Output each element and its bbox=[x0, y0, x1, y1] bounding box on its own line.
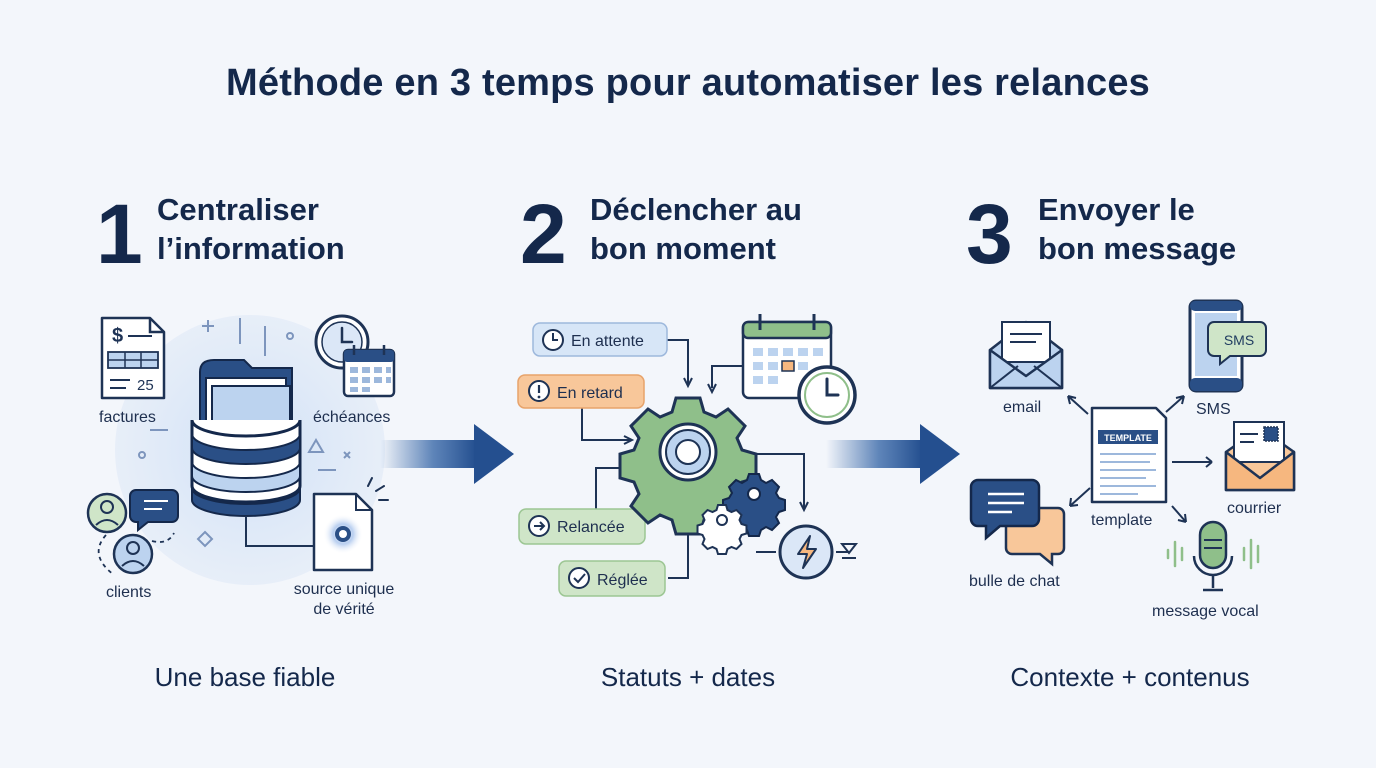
step-3-heading: Envoyer le bon message bbox=[1038, 190, 1236, 268]
status-pill-late: En retard bbox=[517, 374, 645, 409]
source-document-icon bbox=[312, 477, 389, 572]
database-icon bbox=[190, 359, 302, 517]
clock-icon bbox=[797, 365, 857, 425]
sound-wave-icon bbox=[1166, 538, 1260, 570]
step-1-heading: Centraliser l’information bbox=[157, 190, 345, 268]
step-2-caption: Statuts + dates bbox=[600, 662, 776, 692]
sparkle-decoration bbox=[138, 318, 351, 548]
template-label: template bbox=[1091, 512, 1152, 529]
status-pill-reminded: Relancée bbox=[518, 508, 646, 545]
status-pill-pending: En attente bbox=[532, 322, 668, 357]
lightning-icon bbox=[778, 524, 859, 580]
email-icon bbox=[988, 320, 1064, 390]
status-reminded-label: Relancée bbox=[557, 519, 625, 536]
channel-connectors bbox=[1067, 395, 1213, 523]
sms-bubble-text: SMS bbox=[1224, 332, 1254, 348]
chat-bubble-icon bbox=[129, 489, 179, 533]
phone-sms-icon: SMS bbox=[1188, 299, 1267, 393]
step-1-illustration: $ 25 factures bbox=[86, 314, 396, 618]
template-badge: TEMPLATE bbox=[1104, 433, 1152, 443]
step-2-illustration: En attente En retard Relancée Réglée bbox=[517, 314, 859, 597]
deadline-clock-calendar-icon bbox=[314, 314, 396, 398]
mail-letter-icon bbox=[1224, 421, 1296, 492]
mail-label: courrier bbox=[1227, 500, 1282, 517]
step-3-heading-line2: bon message bbox=[1038, 231, 1237, 266]
clients-label: clients bbox=[106, 584, 151, 601]
step-2-heading-line1: Déclencher au bbox=[590, 192, 802, 227]
chat-bubbles-icon bbox=[969, 478, 1066, 567]
deadlines-label: échéances bbox=[313, 409, 390, 426]
source-label-line1: source unique bbox=[294, 581, 395, 598]
invoice-symbol: $ bbox=[112, 325, 123, 347]
sms-label: SMS bbox=[1196, 401, 1231, 418]
microphone-icon bbox=[1166, 520, 1260, 592]
step-2-heading: Déclencher au bon moment bbox=[590, 190, 802, 268]
voice-label: message vocal bbox=[1152, 603, 1259, 620]
status-pill-paid: Réglée bbox=[558, 560, 666, 597]
step-3-illustration: email SMS SMS TEMPLATE bbox=[969, 299, 1296, 620]
step-1-number: 1 bbox=[96, 187, 143, 281]
invoices-label: factures bbox=[99, 409, 156, 426]
clients-icon bbox=[86, 492, 175, 576]
step-2-number: 2 bbox=[520, 187, 567, 281]
chat-label: bulle de chat bbox=[969, 573, 1060, 590]
check-circle-icon bbox=[568, 567, 590, 589]
step-3-heading-line1: Envoyer le bbox=[1038, 192, 1195, 227]
small-gear-outline-icon bbox=[696, 504, 748, 555]
template-document-icon: TEMPLATE bbox=[1090, 406, 1168, 504]
step-2-heading-line2: bon moment bbox=[590, 231, 776, 266]
status-paid-label: Réglée bbox=[597, 572, 648, 589]
step-3-caption: Contexte + contenus bbox=[1010, 662, 1250, 692]
status-pending-label: En attente bbox=[571, 333, 644, 350]
step-1-caption: Une base fiable bbox=[154, 662, 336, 692]
step-1-heading-line1: Centraliser bbox=[157, 192, 319, 227]
email-label: email bbox=[1003, 399, 1041, 416]
step-3-number: 3 bbox=[966, 187, 1013, 281]
step-1-heading-line2: l’information bbox=[157, 231, 345, 266]
flow-arrow-1-2 bbox=[380, 424, 514, 484]
status-late-label: En retard bbox=[557, 385, 623, 402]
invoice-number: 25 bbox=[137, 377, 154, 394]
flow-arrow-2-3 bbox=[826, 424, 960, 484]
source-label-line2: de vérité bbox=[313, 601, 374, 618]
invoice-icon: $ 25 bbox=[100, 316, 166, 400]
page-title: Méthode en 3 temps pour automatiser les … bbox=[226, 62, 1150, 104]
